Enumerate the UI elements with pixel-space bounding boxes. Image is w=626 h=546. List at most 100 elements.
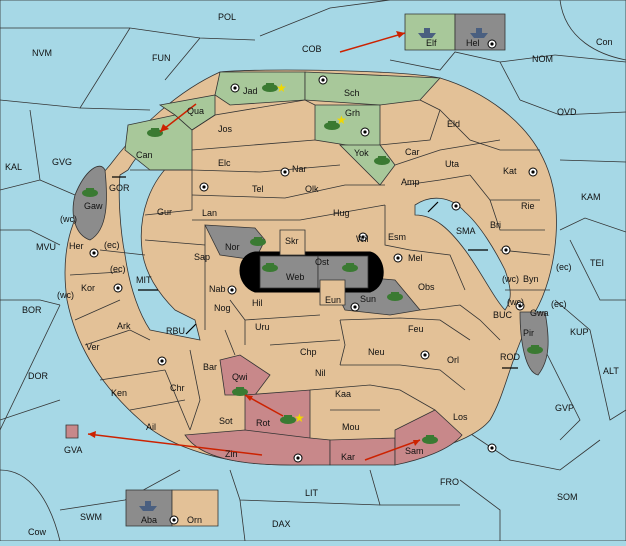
province-label-mou: Mou xyxy=(342,422,360,432)
province-label-sch: Sch xyxy=(344,88,360,98)
province-label-kat: Kat xyxy=(503,166,517,176)
province-label-nil: Nil xyxy=(315,368,326,378)
province-label-chr: Chr xyxy=(170,383,185,393)
coast-label: (ec) xyxy=(104,240,120,250)
region-gva xyxy=(65,424,79,439)
province-label-gva: GVA xyxy=(64,445,82,455)
province-label-sun: Sun xyxy=(360,294,376,304)
double-arrows xyxy=(112,176,518,369)
province-label-gaw: Gaw xyxy=(84,201,103,211)
army-icon-ost xyxy=(342,263,358,272)
army-icon-can xyxy=(147,128,163,137)
region-sch xyxy=(304,71,441,106)
province-label-hil: Hil xyxy=(252,298,263,308)
province-borders xyxy=(69,99,551,431)
province-label-qua: Qua xyxy=(187,106,204,116)
province-label-qwi: Qwi xyxy=(232,372,248,382)
province-label-elc: Elc xyxy=(218,158,231,168)
sea-label-mvu: MVU xyxy=(36,242,56,252)
province-label-hel: Hel xyxy=(466,38,480,48)
sea-label-rbu: RBU xyxy=(166,326,185,336)
province-label-elf: Elf xyxy=(426,38,437,48)
province-label-rot: Rot xyxy=(256,418,271,428)
province-label-yok: Yok xyxy=(354,148,369,158)
province-label-uru: Uru xyxy=(255,322,270,332)
army-icon-yok xyxy=(374,156,390,165)
province-label-mel: Mel xyxy=(408,253,423,263)
province-label-gwa: Gwa xyxy=(530,308,549,318)
fleet-icon-elf xyxy=(418,28,436,38)
province-label-obs: Obs xyxy=(418,282,435,292)
fleet-icon-aba xyxy=(139,501,157,511)
province-label-lan: Lan xyxy=(202,208,217,218)
province-label-sam: Sam xyxy=(405,446,424,456)
province-label-byn: Byn xyxy=(523,274,539,284)
sea-label-cow: Cow xyxy=(28,527,47,537)
region-eun xyxy=(319,279,346,306)
army-icon-gaw xyxy=(82,188,98,197)
star-icon: ★ xyxy=(294,411,305,425)
army-icon-sam xyxy=(422,435,438,444)
sea-label-nvm: NVM xyxy=(32,48,52,58)
province-label-ail: Ail xyxy=(146,422,156,432)
sea-label-fun: FUN xyxy=(152,53,171,63)
sea-label-kam: KAM xyxy=(581,192,601,202)
sea-label-kup: KUP xyxy=(570,327,589,337)
province-label-skr: Skr xyxy=(285,236,299,246)
province-label-eun: Eun xyxy=(325,295,341,305)
army-icon-web xyxy=(262,263,278,272)
order-arrows xyxy=(87,31,421,461)
star-icon: ★ xyxy=(336,113,347,127)
province-label-nab: Nab xyxy=(209,284,226,294)
coast-label: (wc) xyxy=(60,214,77,224)
province-label-rie: Rie xyxy=(521,201,535,211)
sea-label-pol: POL xyxy=(218,12,236,22)
region-nor xyxy=(204,224,266,261)
province-label-esm: Esm xyxy=(388,232,406,242)
province-label-pir: Pir xyxy=(523,328,534,338)
sea-label-gor: GOR xyxy=(109,183,130,193)
sea-label-swm: SWM xyxy=(80,512,102,522)
province-label-ost: Ost xyxy=(315,257,330,267)
province-label-zin: Zin xyxy=(225,449,238,459)
sea-label-cob: COB xyxy=(302,44,322,54)
province-label-grh: Grh xyxy=(345,108,360,118)
province-label-nar: Nar xyxy=(292,164,307,174)
sea-label-bor: BOR xyxy=(22,305,42,315)
fleet-units xyxy=(139,28,488,511)
province-label-car: Car xyxy=(405,147,420,157)
province-label-jad: Jad xyxy=(243,86,258,96)
sea-label-lit: LIT xyxy=(305,488,319,498)
province-label-orl: Orl xyxy=(447,355,459,365)
sea-label-ovd: OVD xyxy=(557,107,577,117)
province-label-sap: Sap xyxy=(194,252,210,262)
sea-label-buc: BUC xyxy=(493,310,513,320)
province-label-gur: Gur xyxy=(157,207,172,217)
province-label-kar: Kar xyxy=(341,452,355,462)
province-label-ark: Ark xyxy=(117,321,131,331)
province-label-amp: Amp xyxy=(401,177,420,187)
sea-label-sma: SMA xyxy=(456,226,476,236)
province-label-olk: Olk xyxy=(305,184,319,194)
province-label-bar: Bar xyxy=(203,362,217,372)
army-units xyxy=(82,83,543,444)
fleet-icon-hel xyxy=(470,28,488,38)
province-label-bri: Bri xyxy=(490,220,501,230)
sea-label-som: SOM xyxy=(557,492,578,502)
province-label-neu: Neu xyxy=(368,347,385,357)
army-icon-grh xyxy=(324,121,340,130)
sea-label-kal: KAL xyxy=(5,162,22,172)
supply-centers xyxy=(89,39,538,525)
star-icon: ★ xyxy=(276,81,287,95)
coast-label: (ec) xyxy=(551,299,567,309)
province-label-ken: Ken xyxy=(111,388,127,398)
region-qwi xyxy=(219,354,271,396)
province-label-can: Can xyxy=(136,150,153,160)
province-label-orn: Orn xyxy=(187,515,202,525)
army-icon-pir xyxy=(527,345,543,354)
province-label-kor: Kor xyxy=(81,283,95,293)
army-icon-nor xyxy=(250,237,266,246)
province-label-uta: Uta xyxy=(445,159,459,169)
